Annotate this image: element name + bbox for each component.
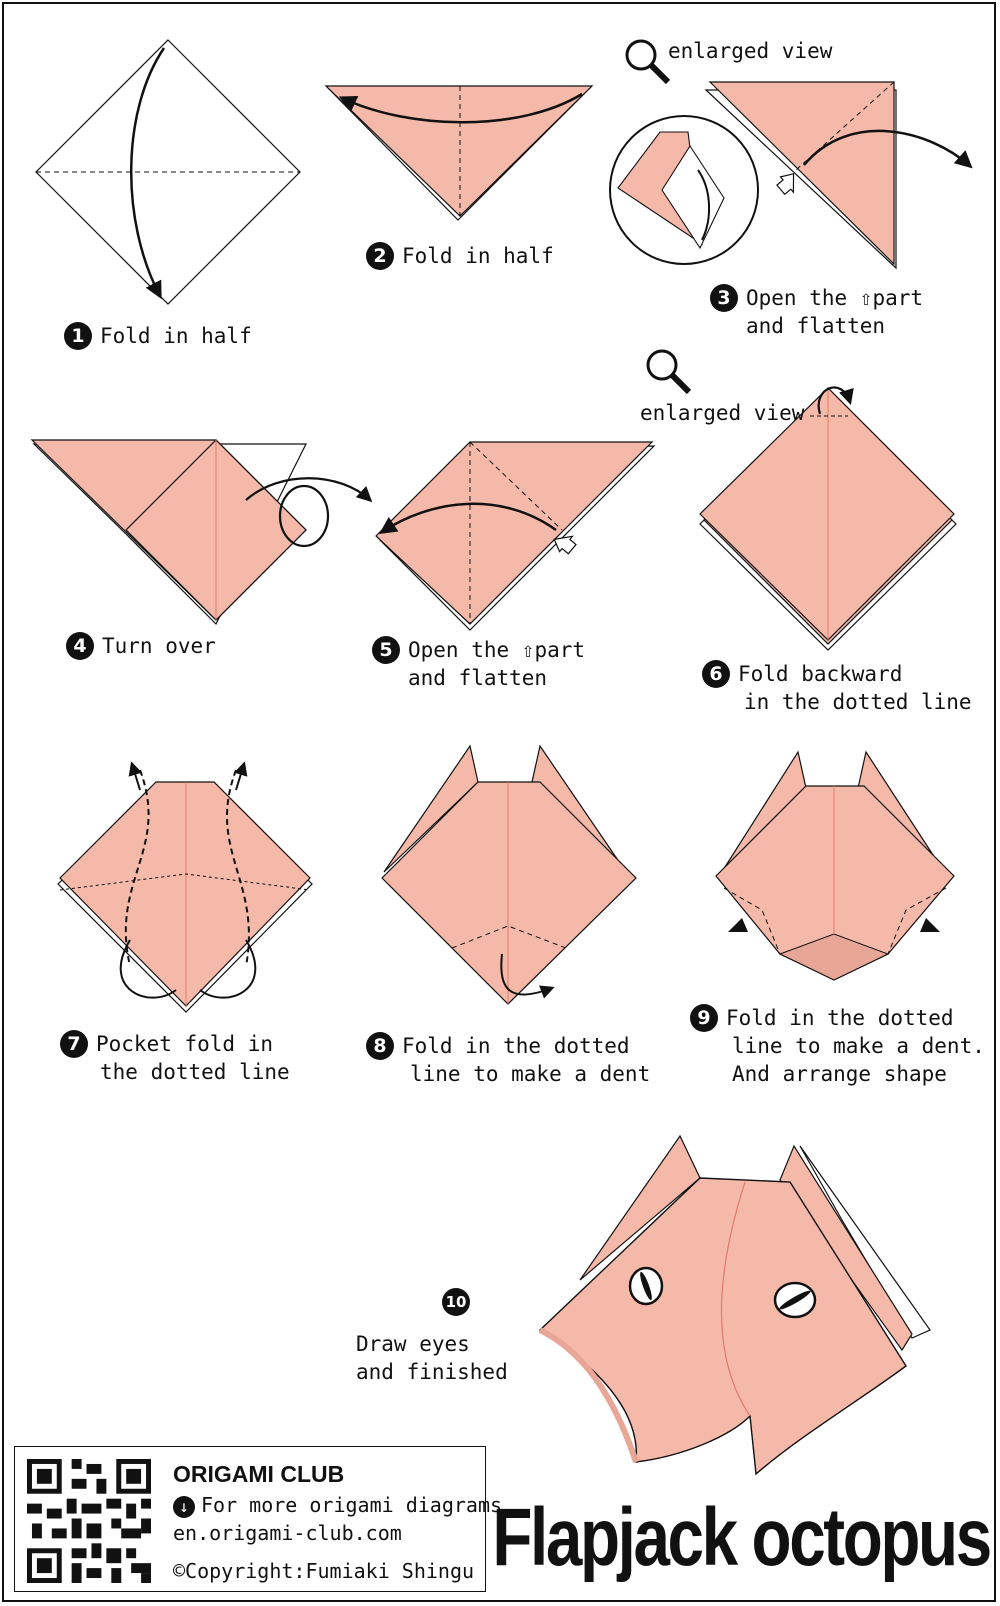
step-10-number: 10 — [442, 1288, 478, 1316]
step-text-line3: And arrange shape — [732, 1062, 947, 1086]
step-text-line2: line to make a dent — [410, 1062, 651, 1086]
step-text: Fold backward — [738, 662, 903, 686]
right-eye — [773, 1281, 817, 1319]
step-text: Fold in the dotted — [402, 1034, 630, 1058]
step-text-line2: and flatten — [408, 666, 548, 690]
step-number-badge: 3 — [710, 284, 738, 312]
step-number-badge: 1 — [64, 322, 92, 350]
step9-diagram — [715, 750, 955, 981]
step-number-badge: 9 — [690, 1004, 718, 1032]
step-text-line2: and finished — [356, 1360, 508, 1384]
step-text-line2: in the dotted line — [744, 690, 972, 714]
download-arrow-icon: ↓ — [173, 1495, 195, 1518]
qr-code-icon[interactable] — [27, 1459, 151, 1583]
step-text: Fold in half — [100, 324, 252, 348]
copyright-text: ©Copyright:Fumiaki Shingu — [173, 1559, 475, 1583]
step8-diagram — [381, 744, 637, 1005]
step-text: Fold in half — [402, 244, 554, 268]
step-text: Draw eyes — [356, 1332, 470, 1356]
step-number-badge: 8 — [366, 1032, 394, 1060]
step-text: part — [872, 286, 924, 310]
finished-octopus — [538, 1134, 931, 1476]
push-arrow-icon — [728, 918, 748, 932]
step-8-caption: 8 Fold in the dotted line to make a dent — [366, 1032, 650, 1088]
page-title: Flapjack octopus — [492, 1492, 993, 1583]
step6-diagram — [646, 349, 957, 651]
credit-box: ORIGAMI CLUB ↓For more origami diagrams … — [14, 1446, 502, 1592]
step5-diagram — [375, 441, 656, 631]
step4-diagram — [30, 439, 373, 626]
brand-name: ORIGAMI CLUB — [173, 1461, 345, 1487]
step-2-caption: 2 Fold in half — [366, 242, 554, 270]
up-arrow-icon: ⇧ — [859, 286, 873, 310]
website-link[interactable]: en.origami-club.com — [173, 1521, 402, 1545]
step-text: part — [534, 638, 586, 662]
step-10-caption: Draw eyes and finished — [356, 1330, 508, 1386]
step-6-caption: 6 Fold backward in the dotted line — [702, 660, 972, 716]
step-1-caption: 1 Fold in half — [64, 322, 252, 350]
up-arrow-icon: ⇧ — [521, 638, 535, 662]
step-text: Pocket fold in — [96, 1032, 274, 1056]
magnifier-icon — [646, 349, 692, 395]
step-5-caption: 5 Open the ⇧part and flatten — [372, 636, 585, 692]
left-eye — [628, 1266, 664, 1306]
step-3-caption: 3 Open the ⇧part and flatten — [710, 284, 923, 340]
step3-diagram — [609, 39, 973, 270]
more-diagrams-link[interactable]: ↓ For more origami diagrams — [173, 1493, 502, 1518]
step-text-line2: the dotted line — [100, 1060, 290, 1084]
step-text: Turn over — [102, 634, 216, 658]
step-9-caption: 9 Fold in the dotted line to make a dent. A… — [690, 1004, 985, 1088]
step-text: Open the — [746, 286, 860, 310]
step-number-badge: 5 — [372, 636, 400, 664]
more-diagrams-text: For more origami diagrams — [201, 1493, 503, 1517]
step-4-caption: 4 Turn over — [66, 632, 216, 660]
step-text-line2: and flatten — [746, 314, 886, 338]
enlarged-view-label: enlarged view — [640, 401, 805, 425]
step-7-caption: 7 Pocket fold in the dotted line — [60, 1030, 290, 1086]
step-number-badge: 6 — [702, 660, 730, 688]
step-number-badge: 2 — [366, 242, 394, 270]
step-number-badge: 7 — [60, 1030, 88, 1058]
step-text: Fold in the dotted — [726, 1006, 954, 1030]
step-number-badge: 4 — [66, 632, 94, 660]
magnifier-icon — [625, 39, 671, 85]
step-text-line2: line to make a dent. — [732, 1034, 985, 1058]
step7-diagram — [57, 761, 313, 1013]
step-number-badge: 10 — [442, 1288, 470, 1316]
step1-diagram — [35, 39, 301, 305]
step2-diagram — [324, 85, 594, 221]
step-text: Open the — [408, 638, 522, 662]
enlarged-view-label: enlarged view — [668, 39, 833, 63]
push-arrow-icon — [920, 918, 940, 932]
